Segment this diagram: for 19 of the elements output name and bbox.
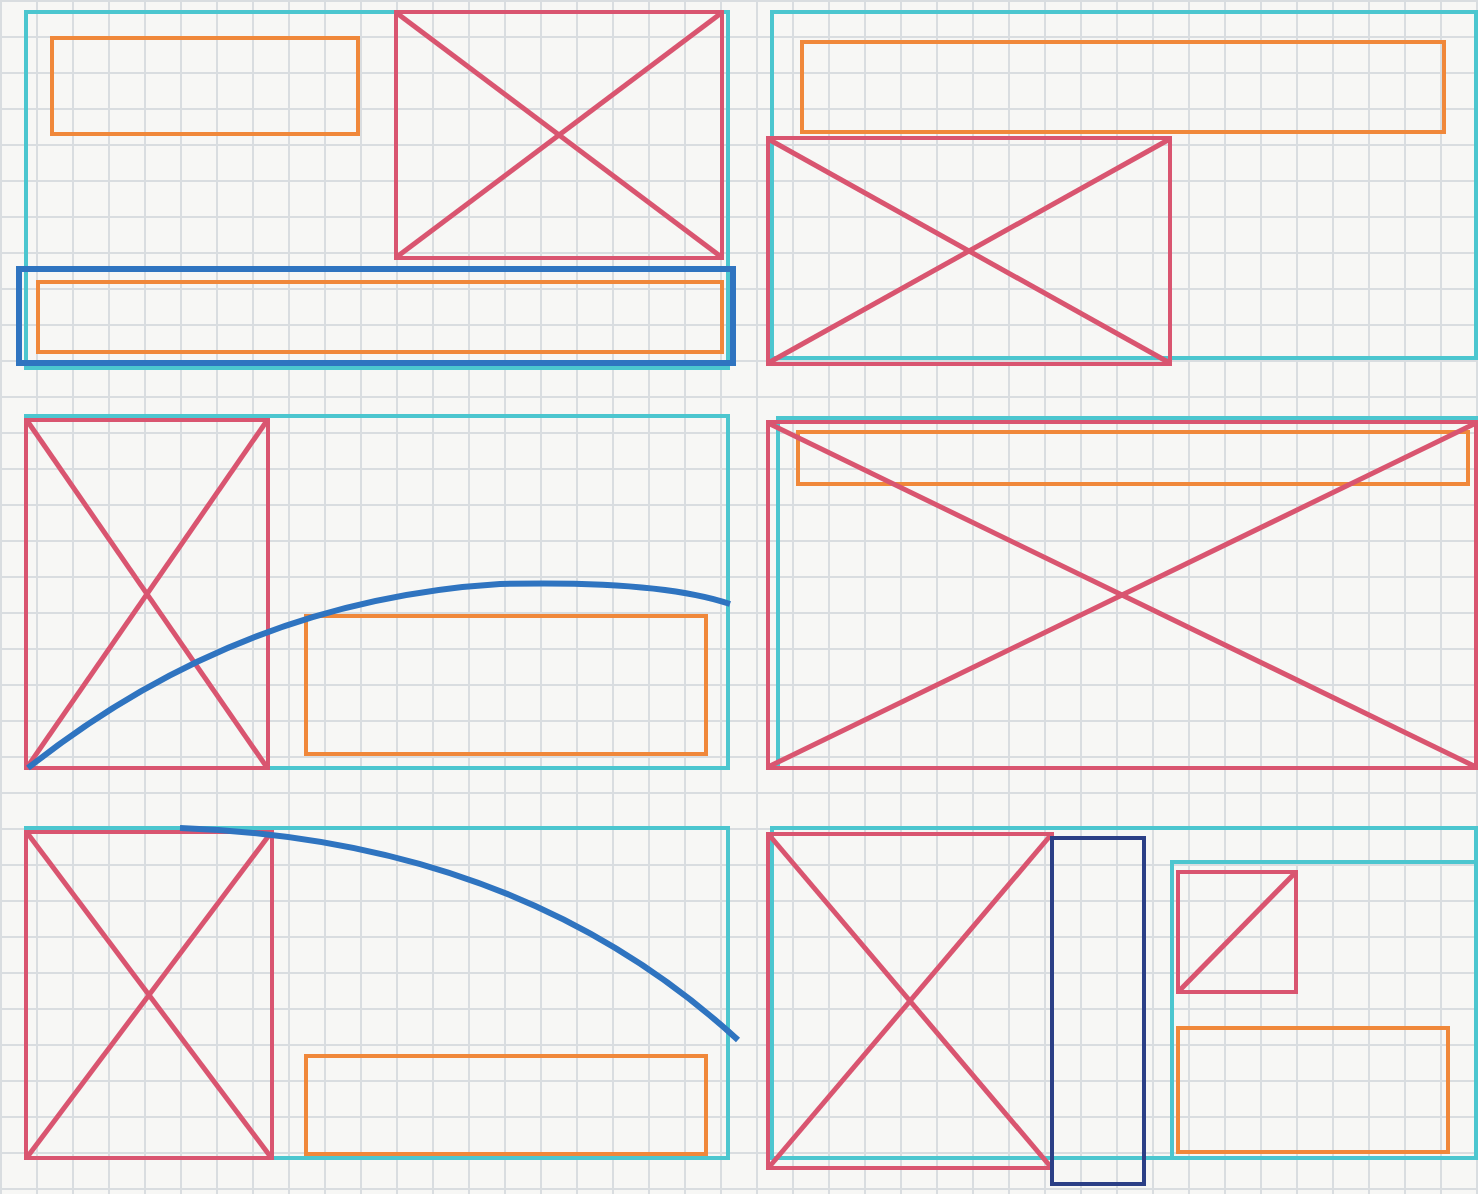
outlined-box <box>1170 860 1478 1160</box>
crossed-box <box>766 832 1054 1170</box>
outlined-box <box>24 414 730 770</box>
diagonal-box <box>1176 870 1298 994</box>
crossed-box <box>24 418 270 770</box>
outlined-box <box>1176 1026 1450 1154</box>
outlined-box <box>1050 836 1146 1186</box>
outlined-box <box>796 430 1470 486</box>
outlined-box <box>770 10 1478 360</box>
outlined-box <box>50 36 360 136</box>
crossed-box <box>394 10 724 260</box>
crossed-box <box>766 136 1172 366</box>
outlined-box <box>304 614 708 756</box>
outlined-box <box>36 280 724 354</box>
outlined-box <box>16 266 736 366</box>
outlined-box <box>24 826 730 1160</box>
crossed-box <box>24 830 274 1160</box>
outlined-box <box>304 1054 708 1156</box>
outlined-box <box>800 40 1446 134</box>
